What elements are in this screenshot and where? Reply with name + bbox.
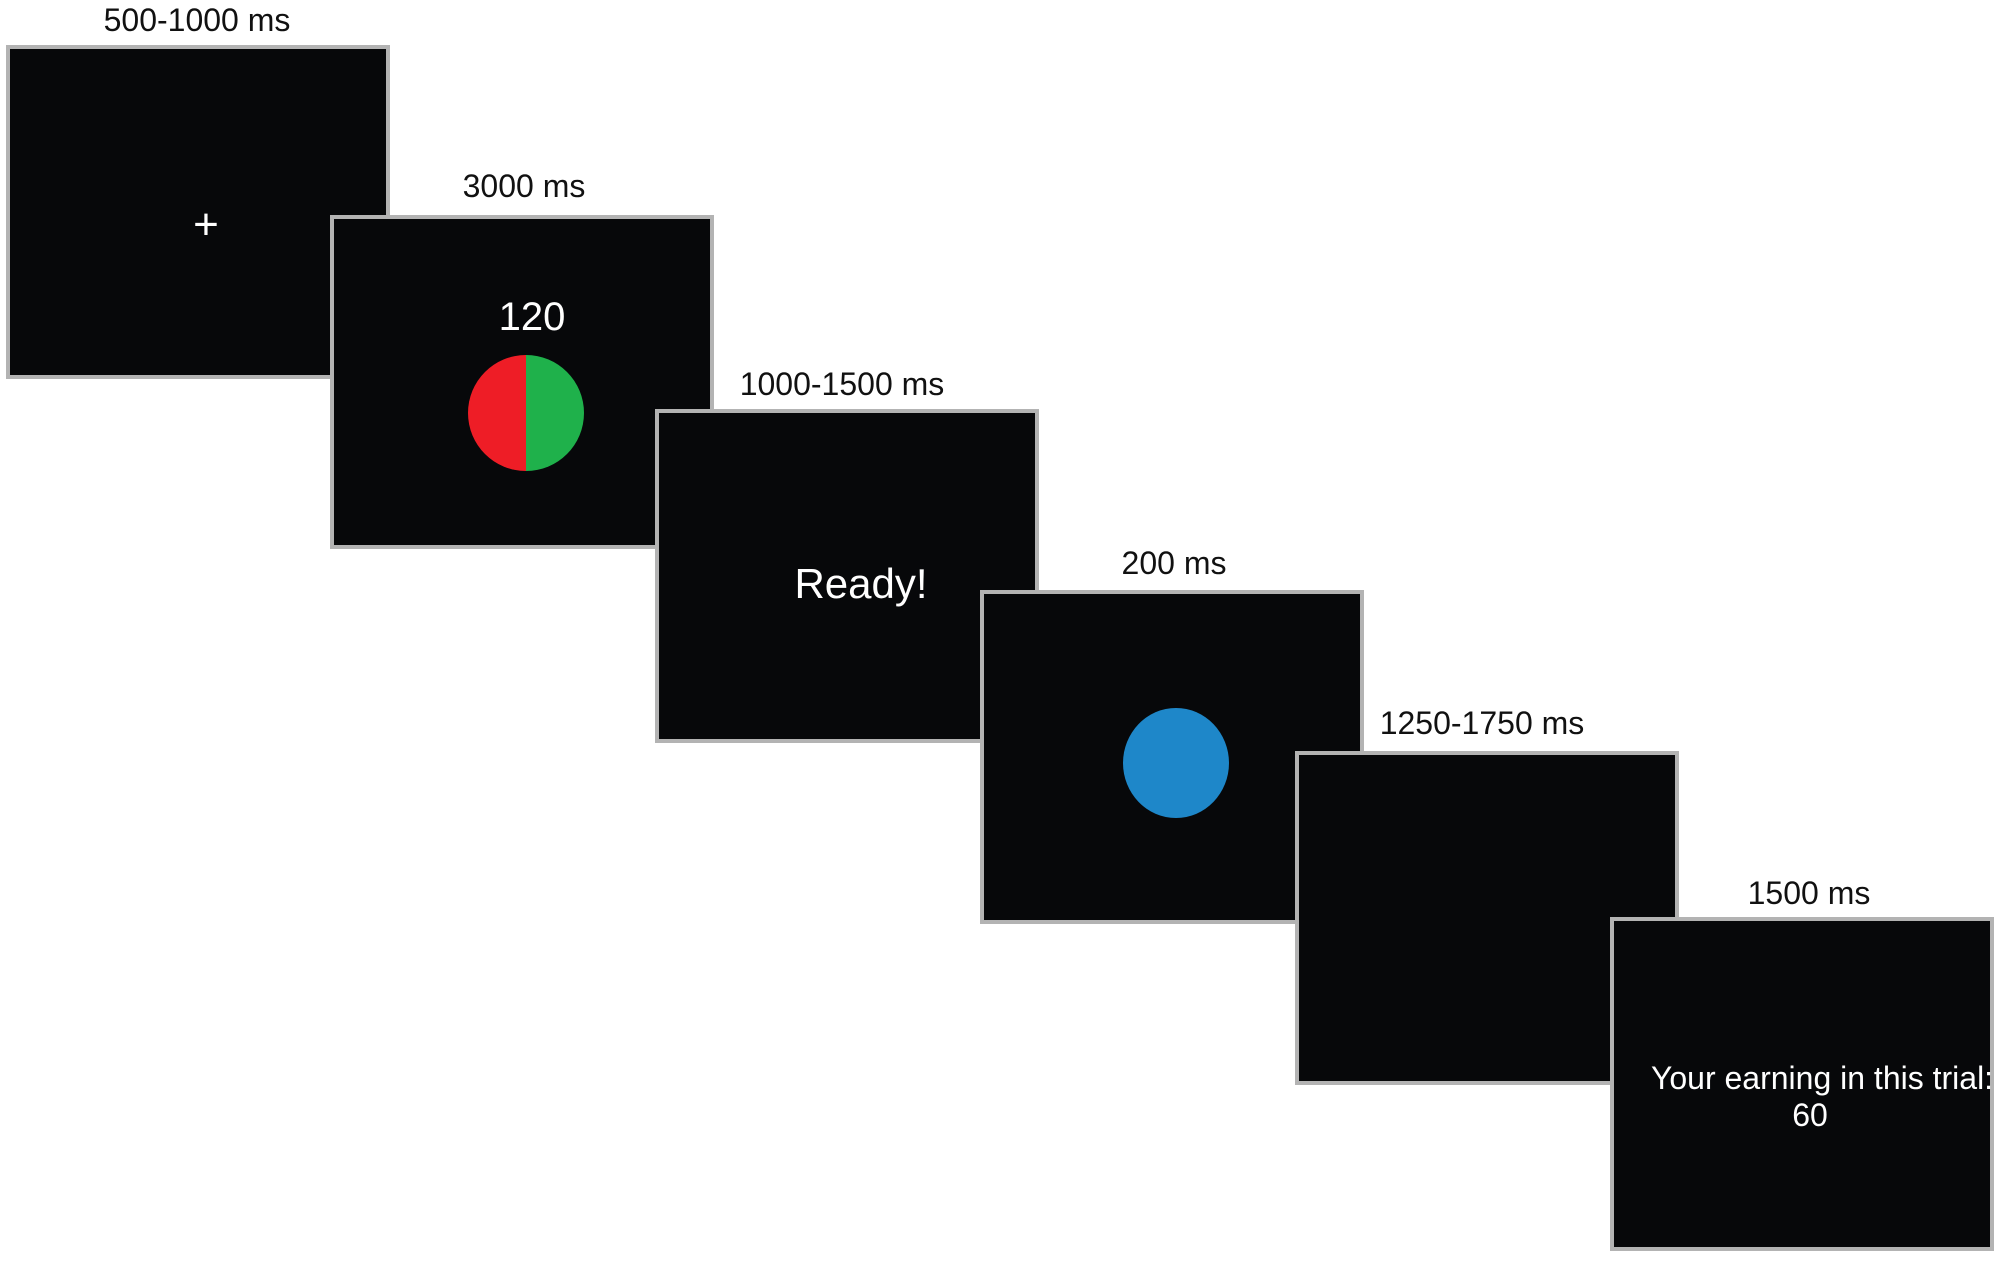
frame-4-duration-label: 200 ms <box>1121 545 1227 581</box>
frame-3-duration-label: 1000-1500 ms <box>739 366 945 402</box>
frame-5-duration-label: 1250-1750 ms <box>1379 705 1585 741</box>
cue-circle-right-half <box>526 355 584 471</box>
frame-6-feedback-screen: Your earning in this trial: 60 <box>1610 917 1994 1251</box>
frame-3-ready-screen: Ready! <box>655 409 1039 743</box>
cue-circle-left-half <box>468 355 526 471</box>
frame-6-duration-label: 1500 ms <box>1747 875 1871 911</box>
frame-1-fixation-screen: + <box>6 45 390 379</box>
fixation-cross: + <box>193 200 219 249</box>
feedback-earning-value: 60 <box>1792 1097 1828 1133</box>
ready-text: Ready! <box>794 560 928 607</box>
cue-amount-text: 120 <box>498 295 566 339</box>
frame-2-cue-screen: 120 <box>330 215 714 549</box>
frame-1-duration-label: 500-1000 ms <box>103 2 291 38</box>
frame-2-duration-label: 3000 ms <box>462 168 586 204</box>
target-circle <box>1123 708 1229 818</box>
cue-circle <box>468 355 584 471</box>
feedback-earning-label: Your earning in this trial: <box>1650 1060 1994 1096</box>
